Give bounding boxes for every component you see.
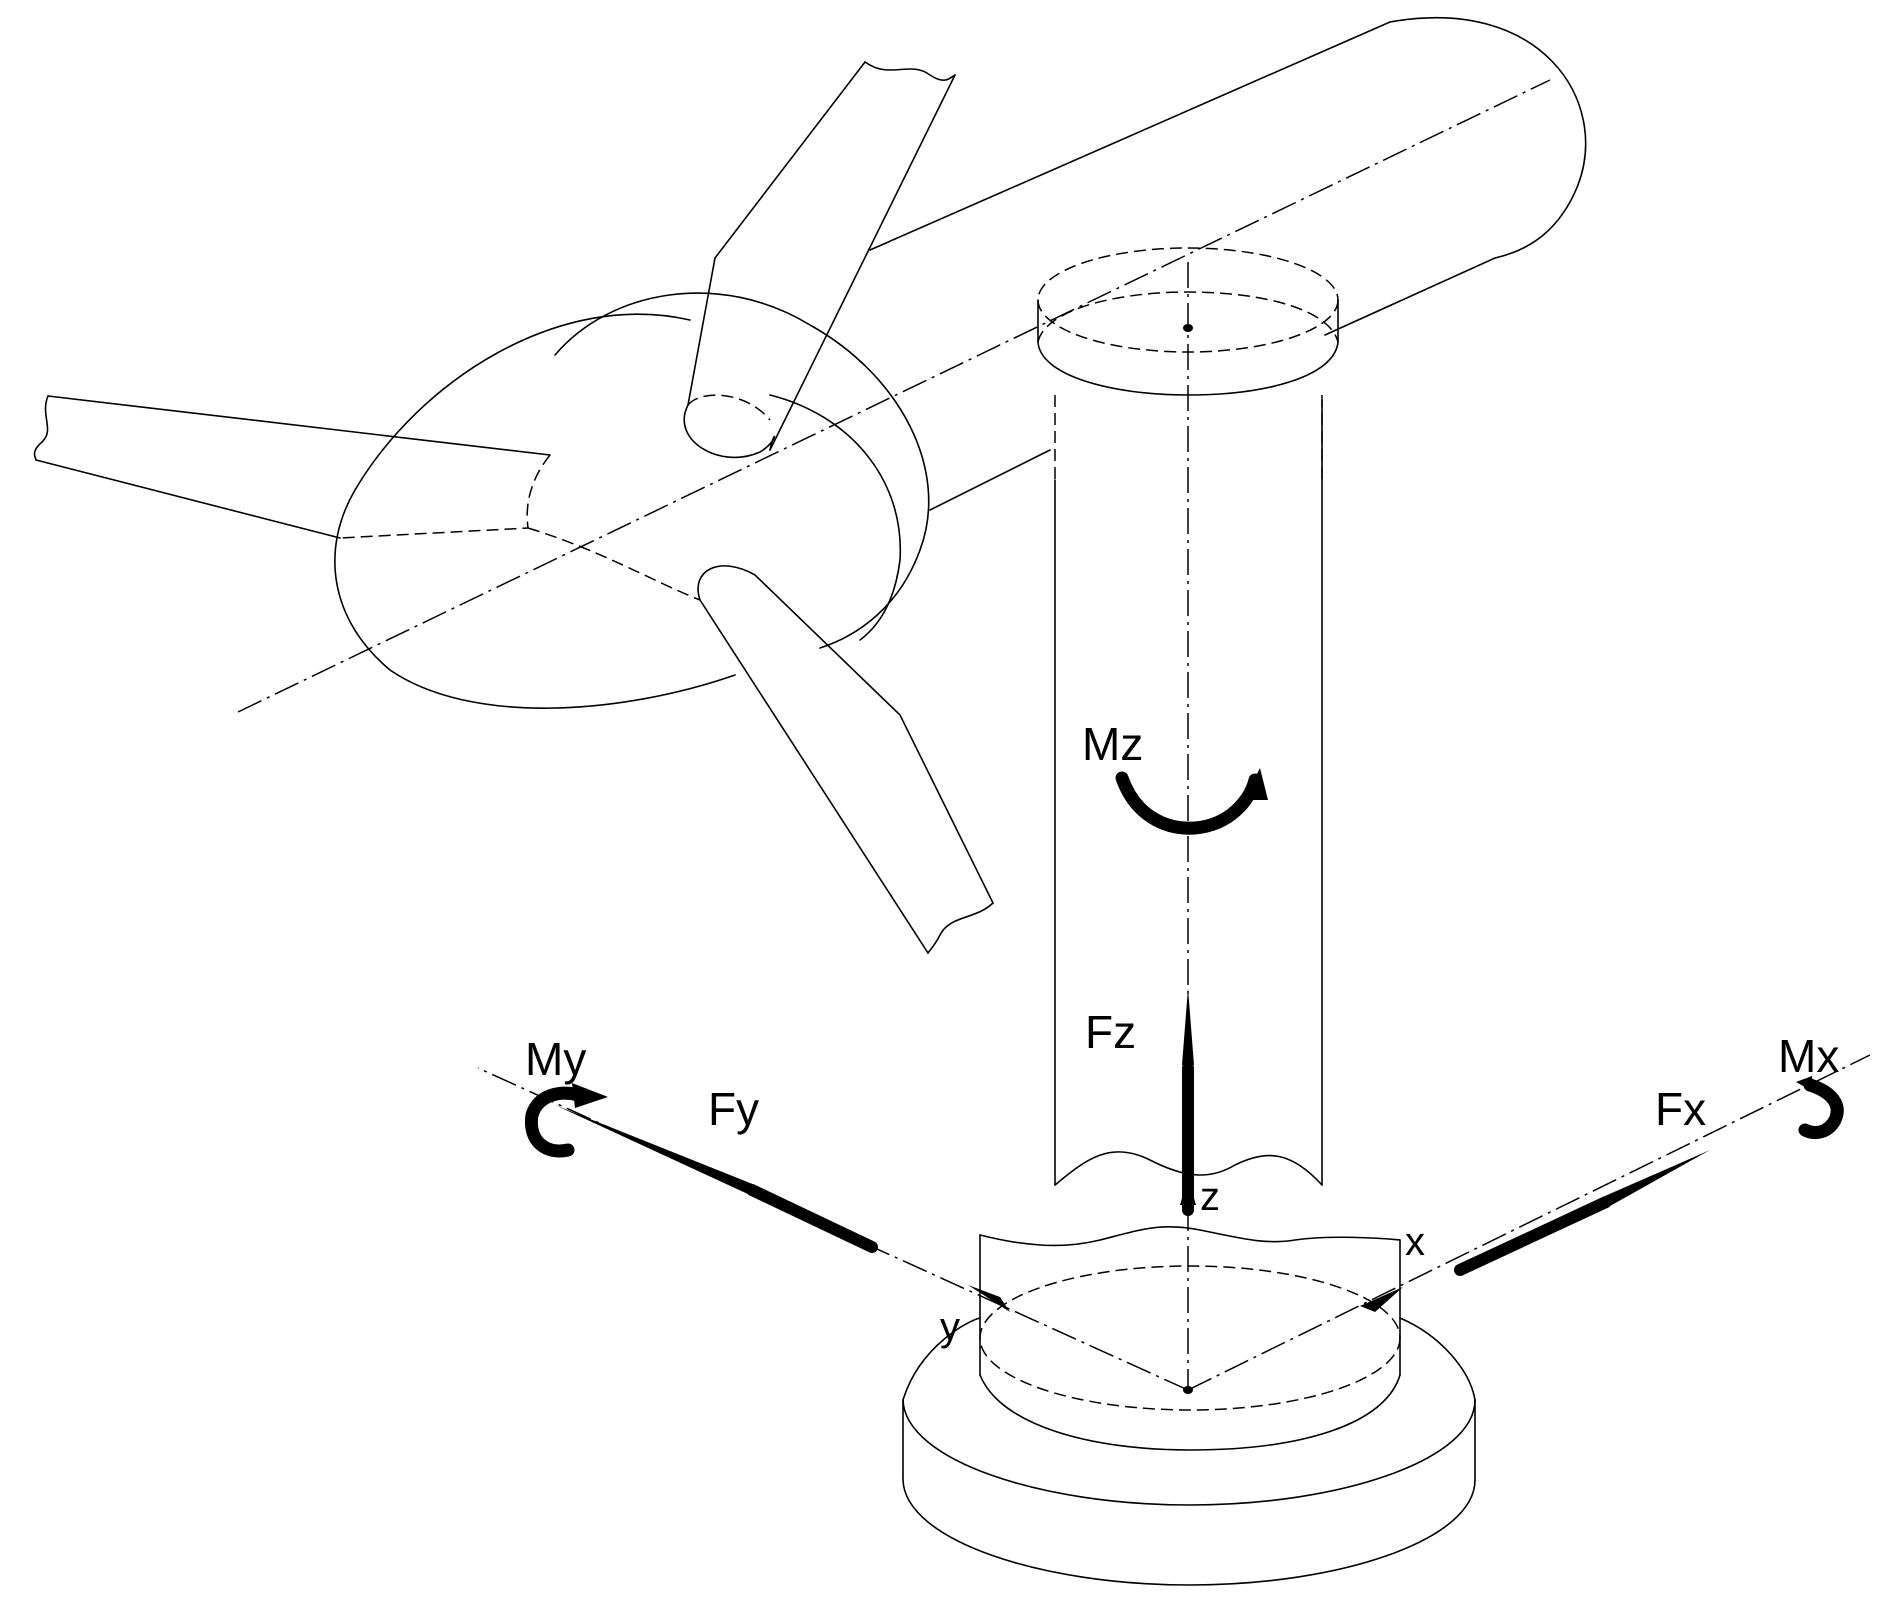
label-fy: Fy: [708, 1083, 759, 1135]
mx-arrowhead: [1796, 1076, 1814, 1092]
blade-up-tip: [864, 61, 956, 81]
fx-arrow-tip: [1605, 1150, 1710, 1206]
hub-ring: [769, 394, 902, 641]
mx-arc: [1798, 1078, 1844, 1139]
foundation-bottom-front: [902, 1479, 1476, 1586]
label-my: My: [525, 1033, 586, 1085]
blade-left-root: [339, 454, 551, 539]
yaw-bearing-back-arc: [1037, 291, 1339, 343]
nacelle-top-edge: [869, 21, 1391, 251]
blade-left-top: [47, 395, 551, 456]
fz-arrow-tip: [1182, 988, 1194, 1065]
label-fx: Fx: [1655, 1083, 1706, 1135]
moment-vectors: [524, 768, 1844, 1158]
tower-lower-break: [979, 1225, 1401, 1247]
my-arc: [524, 1086, 585, 1158]
rotor-blades: [33, 61, 994, 954]
blade-down-top: [697, 565, 994, 904]
fy-arrow-shaft: [746, 1184, 878, 1253]
blade-up-left: [687, 61, 866, 406]
my-arrowhead: [572, 1083, 608, 1108]
y-axis-arrowhead: [968, 1285, 1010, 1312]
foundation-top-ellipse-back-right: [1399, 1317, 1476, 1401]
label-mx: Mx: [1778, 1030, 1839, 1082]
spinner-front: [334, 313, 736, 709]
fx-arrow-shaft: [1454, 1196, 1612, 1276]
tower: [979, 247, 1401, 1390]
tower-base-front-arc: [979, 1374, 1401, 1451]
nacelle-bottom-edge-front: [929, 449, 1051, 511]
label-x: x: [1405, 1220, 1425, 1264]
blade-up-right: [769, 74, 956, 451]
blade-down-root: [527, 527, 701, 601]
nacelle-bottom-edge: [1324, 257, 1496, 336]
blade-up-root-back: [687, 394, 771, 421]
blade-up-root-front: [683, 404, 776, 458]
foundation-top-front: [902, 1399, 1476, 1506]
hub-back-ellipse: [554, 292, 930, 649]
nacelle: [237, 16, 1587, 713]
label-mz: Mz: [1082, 718, 1143, 770]
rotor-hub: [334, 292, 930, 709]
force-vectors: [555, 988, 1710, 1276]
blade-down-tip: [927, 902, 994, 954]
blade-left-tip: [33, 395, 49, 461]
labels: Mz Fz z My Fy y Mx Fx x: [525, 718, 1839, 1349]
tower-upper-break: [1054, 1151, 1323, 1186]
mz-arrowhead: [1243, 768, 1268, 800]
tower-base-back-ellipse: [979, 1265, 1401, 1411]
foundation-top-ellipse-back: [902, 1317, 981, 1401]
nacelle-rear-cap: [1389, 16, 1587, 259]
blade-left-bottom: [35, 459, 341, 539]
label-z: z: [1200, 1175, 1220, 1219]
x-axis-arrowhead: [1360, 1287, 1403, 1312]
x-axis-line: [1187, 1054, 1871, 1391]
label-y: y: [940, 1305, 960, 1349]
rotor-axis-line: [237, 79, 1551, 713]
foundation: [902, 1265, 1476, 1586]
label-fz: Fz: [1085, 1006, 1136, 1058]
fy-arrow-tip: [555, 1105, 755, 1195]
blade-down-bottom: [699, 599, 929, 954]
